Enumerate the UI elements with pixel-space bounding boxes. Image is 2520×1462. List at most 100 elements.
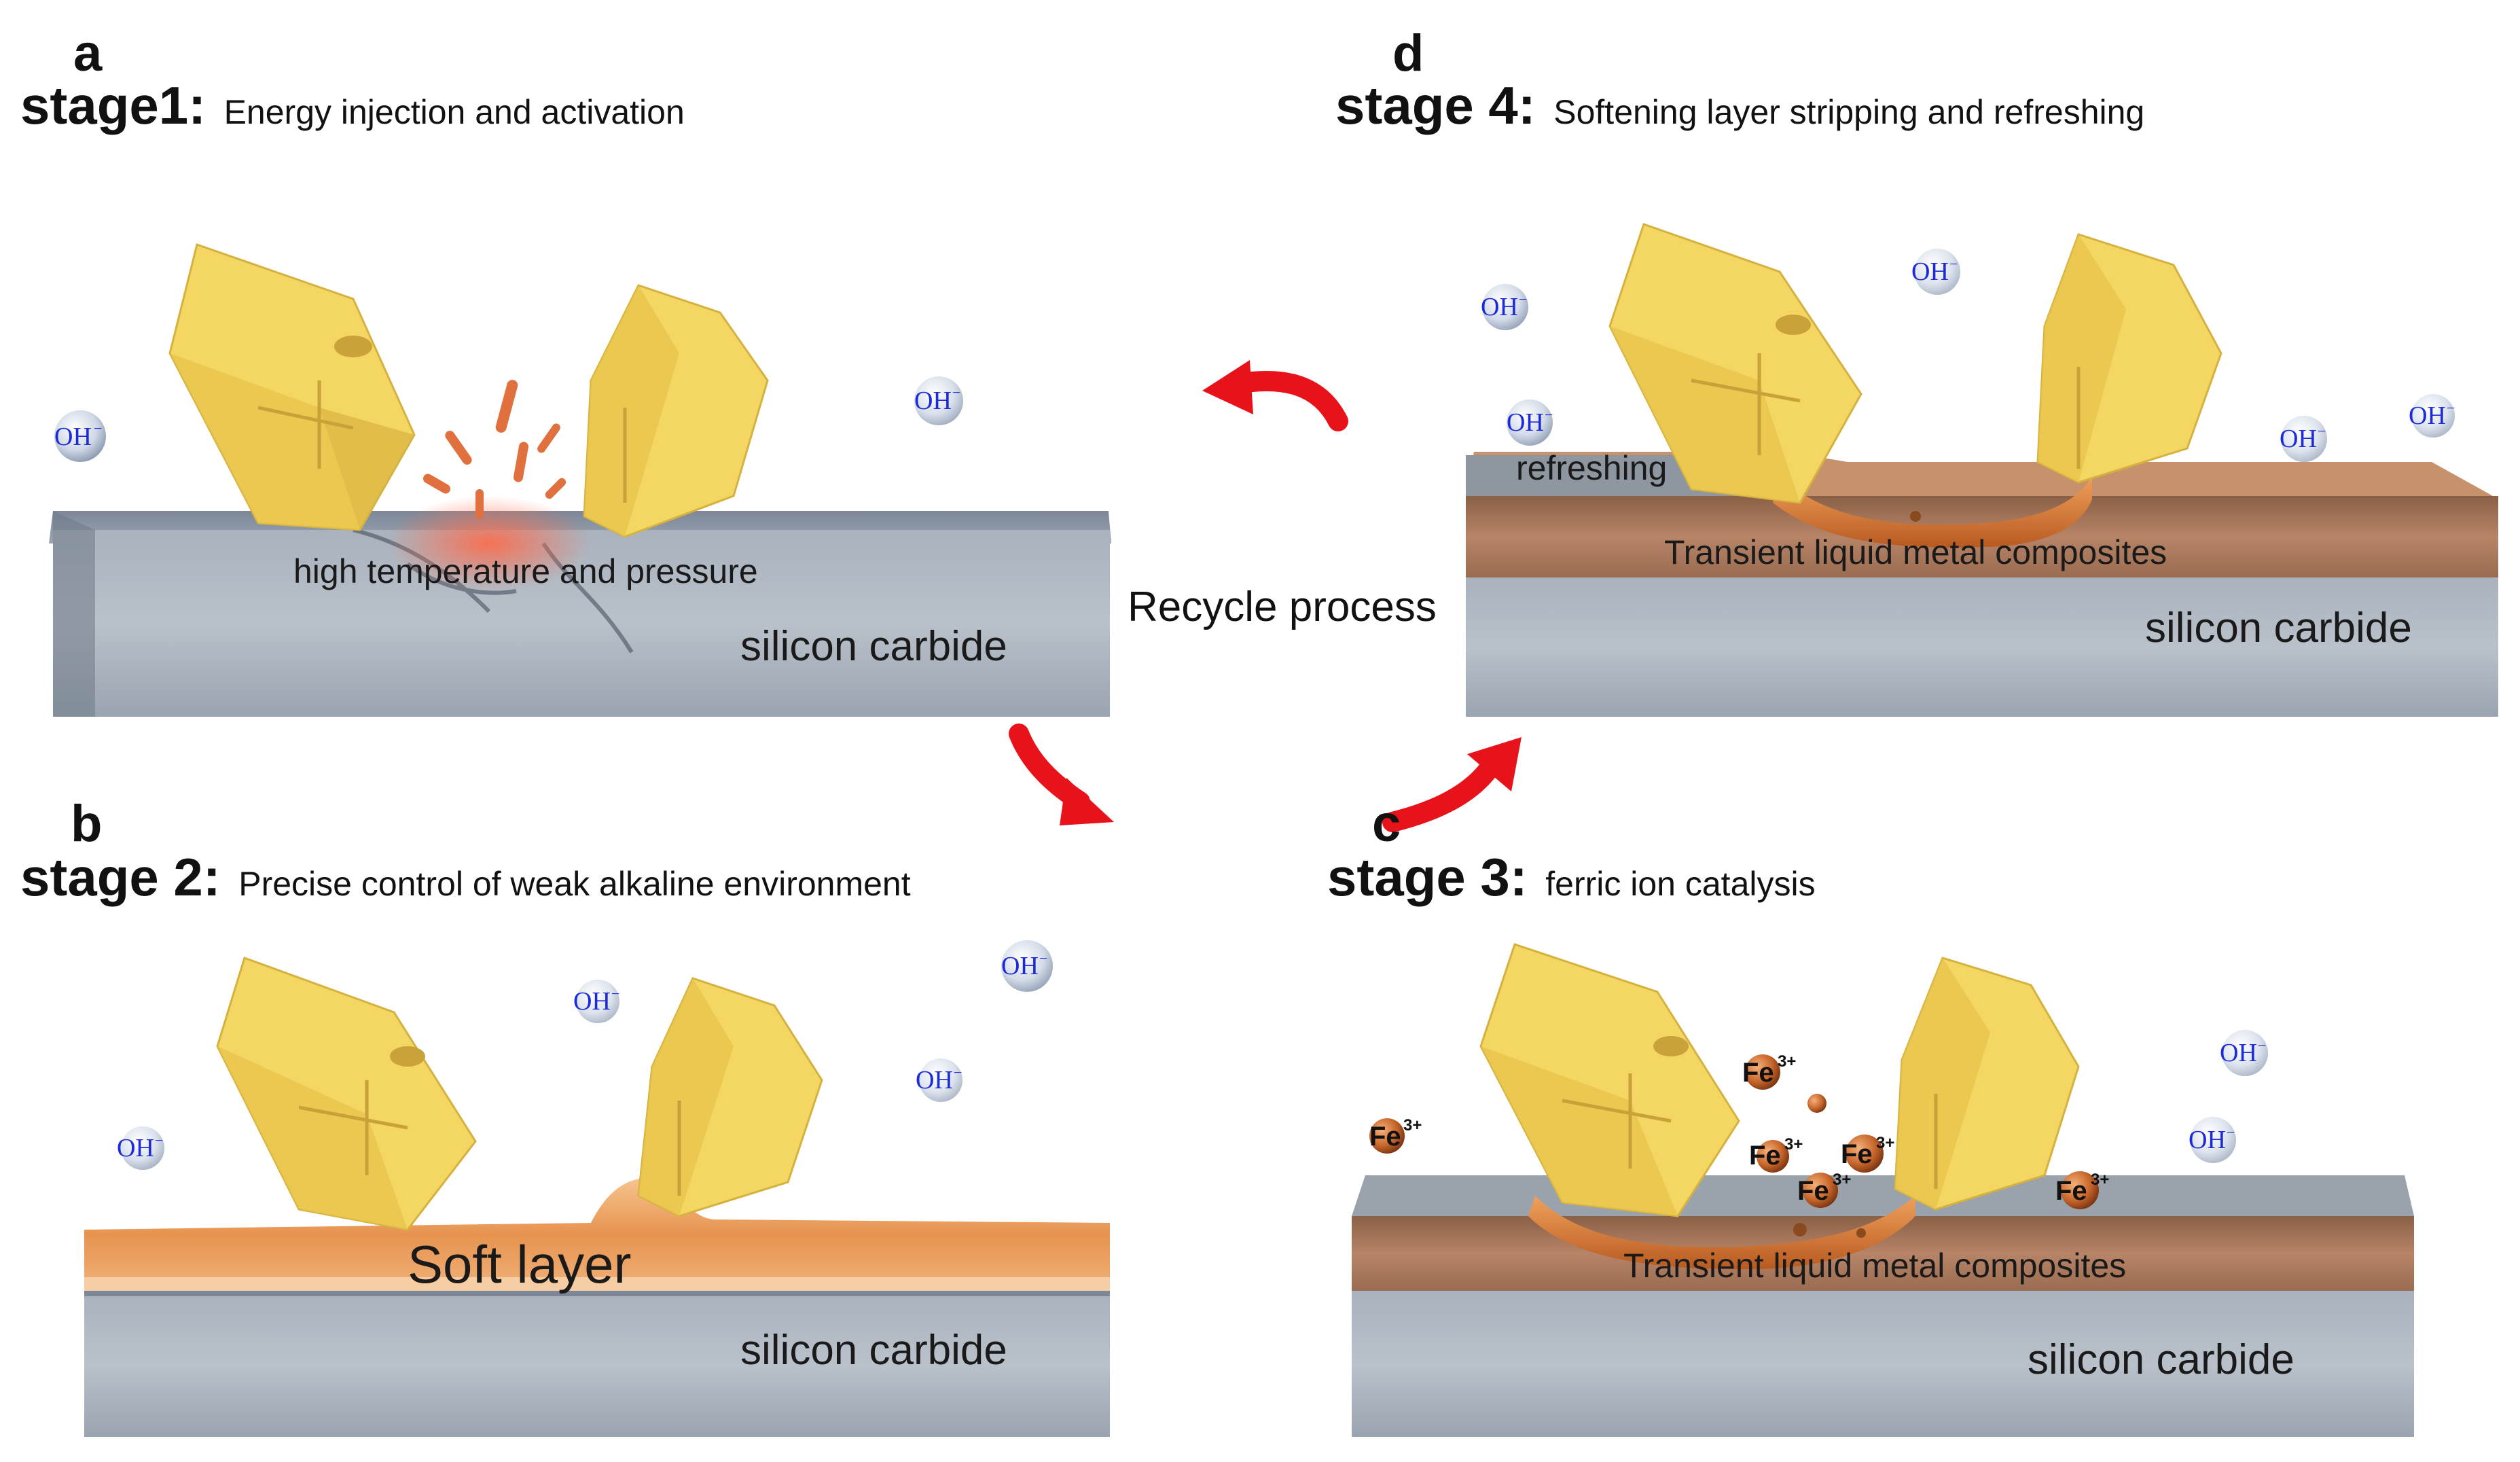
- svg-text:OH: OH: [54, 423, 92, 451]
- svg-text:Fe: Fe: [1797, 1176, 1829, 1206]
- panel-c-abrasive-left: [1479, 943, 1740, 1217]
- panel-d-abrasive-right: [2036, 233, 2222, 484]
- panel-c-stage-number: stage 3:: [1327, 847, 1528, 907]
- svg-text:OH: OH: [2220, 1039, 2257, 1067]
- panel-c: c stage 3: ferric ion catalysis: [1327, 795, 2414, 1437]
- panel-c-letter: c: [1372, 795, 1401, 853]
- svg-text:OH: OH: [1507, 408, 1544, 437]
- panel-c-abrasive-right: [1894, 957, 2080, 1211]
- panel-c-fe-ion-2: Fe 3+: [1742, 1052, 1796, 1090]
- panel-d-silicon-carbide-block: [1466, 577, 2498, 717]
- panel-d-stage-number: stage 4:: [1335, 75, 1536, 135]
- svg-text:−: −: [1039, 950, 1047, 967]
- panel-a-sparks: [423, 380, 566, 519]
- svg-text:OH: OH: [1001, 952, 1039, 980]
- svg-text:3+: 3+: [1403, 1116, 1422, 1135]
- svg-text:3+: 3+: [1778, 1052, 1796, 1071]
- svg-text:−: −: [952, 384, 960, 401]
- panel-b-oh-ion-2: OH −: [573, 980, 619, 1023]
- panel-d-letter: d: [1392, 24, 1424, 82]
- panel-b-title: stage 2: Precise control of weak alkalin…: [20, 847, 911, 907]
- svg-text:Fe: Fe: [2055, 1176, 2087, 1206]
- svg-text:−: −: [1519, 291, 1527, 308]
- arrow-a-to-b: [1009, 724, 1114, 825]
- svg-text:Fe: Fe: [1749, 1141, 1781, 1171]
- panel-c-fe-ion-1: Fe 3+: [1369, 1116, 1422, 1154]
- panel-a-abrasive-right: [583, 284, 769, 538]
- svg-text:3+: 3+: [2091, 1171, 2109, 1189]
- panel-c-oh-ion-2: OH −: [2189, 1117, 2236, 1163]
- panel-c-silicon-carbide-block: [1352, 1291, 2414, 1437]
- svg-text:−: −: [94, 420, 102, 437]
- panel-b-layer-label: Soft layer: [408, 1234, 631, 1294]
- panel-a-silicon-carbide-block: [49, 511, 1111, 717]
- panel-c-substrate-label: silicon carbide: [2028, 1336, 2294, 1383]
- svg-text:Fe: Fe: [1369, 1122, 1401, 1152]
- panel-c-fe-ion-4: Fe 3+: [1841, 1134, 1894, 1173]
- panel-d-substrate-label: silicon carbide: [2145, 605, 2412, 652]
- svg-text:OH: OH: [2409, 402, 2446, 430]
- svg-text:OH: OH: [1481, 293, 1518, 321]
- svg-text:OH: OH: [573, 987, 611, 1016]
- panel-d-oh-ion-4: OH −: [2280, 416, 2327, 462]
- panel-a-title: stage1: Energy injection and activation: [20, 75, 685, 135]
- panel-b-oh-ion-4: OH −: [1001, 940, 1053, 992]
- panel-d-oh-ion-2: OH −: [1507, 399, 1553, 446]
- svg-text:OH: OH: [916, 1066, 953, 1094]
- panel-b-stage-number: stage 2:: [20, 847, 221, 907]
- panel-c-fe-ion-6: Fe 3+: [2055, 1171, 2109, 1209]
- arrow-c-to-d: [1382, 737, 1522, 832]
- panel-b-soft-layer: [84, 1178, 1110, 1291]
- panel-c-stage-description: ferric ion catalysis: [1545, 865, 1815, 903]
- svg-text:−: −: [2258, 1037, 2266, 1054]
- svg-text:−: −: [155, 1132, 163, 1149]
- panel-a-abrasive-left: [168, 243, 416, 531]
- panel-d-title: stage 4: Softening layer stripping and r…: [1335, 75, 2144, 135]
- panel-d-oh-ion-1: OH −: [1481, 284, 1528, 330]
- svg-text:OH: OH: [2280, 425, 2317, 453]
- panel-a-oh-ion-2: OH −: [914, 376, 963, 425]
- svg-text:OH: OH: [2189, 1126, 2226, 1154]
- svg-text:OH: OH: [117, 1134, 154, 1162]
- panel-d-refresh-label: refreshing: [1516, 449, 1667, 487]
- panel-b-stage-description: Precise control of weak alkaline environ…: [238, 865, 910, 903]
- panel-b-substrate-label: silicon carbide: [740, 1327, 1007, 1374]
- panel-b-letter: b: [71, 795, 102, 853]
- panel-d: d stage 4: Softening layer stripping and…: [1335, 24, 2498, 717]
- panel-a: a stage1: Energy injection and activatio…: [20, 24, 1111, 717]
- arrow-d-to-a: [1202, 360, 1348, 431]
- panel-a-middle-label: high temperature and pressure: [293, 552, 758, 590]
- panel-b: b stage 2: Precise control of weak alkal…: [20, 795, 1110, 1437]
- panel-a-heat-glow: [387, 496, 591, 591]
- svg-text:3+: 3+: [1876, 1134, 1894, 1152]
- svg-text:−: −: [1949, 255, 1958, 272]
- panel-d-oh-ion-5: OH −: [2409, 394, 2455, 438]
- panel-a-stage-number: stage1:: [20, 75, 206, 135]
- panel-a-stage-description: Energy injection and activation: [224, 93, 685, 131]
- panel-a-oh-ion-1: OH −: [54, 410, 106, 462]
- panel-b-oh-ion-3: OH −: [916, 1058, 962, 1102]
- panel-d-abrasive-left: [1608, 223, 1862, 504]
- panel-d-oh-ion-3: OH −: [1911, 249, 1960, 295]
- recycle-arrows: [1009, 360, 1522, 832]
- svg-text:Fe: Fe: [1742, 1058, 1774, 1088]
- panel-c-fe-ion-5: Fe 3+: [1797, 1171, 1851, 1208]
- panel-b-silicon-carbide-block: [84, 1291, 1110, 1437]
- panel-d-layer-label: Transient liquid metal composites: [1664, 533, 2167, 571]
- panel-c-title: stage 3: ferric ion catalysis: [1327, 847, 1816, 907]
- panel-d-liquid-metal: [1773, 476, 2092, 548]
- svg-text:OH: OH: [914, 387, 952, 415]
- svg-text:−: −: [2447, 399, 2455, 416]
- panel-b-abrasive-left: [216, 957, 477, 1231]
- panel-a-substrate-label: silicon carbide: [740, 623, 1007, 670]
- svg-text:−: −: [2227, 1124, 2235, 1141]
- panel-d-stage-description: Softening layer stripping and refreshing: [1553, 93, 2144, 131]
- svg-text:3+: 3+: [1833, 1171, 1851, 1189]
- panel-c-layer-label: Transient liquid metal composites: [1623, 1247, 2126, 1285]
- svg-text:Fe: Fe: [1841, 1139, 1873, 1169]
- panel-b-abrasive-right: [637, 977, 823, 1217]
- panel-c-fe-particle: [1807, 1094, 1826, 1113]
- panel-c-liquid-metal: [1528, 1196, 1915, 1270]
